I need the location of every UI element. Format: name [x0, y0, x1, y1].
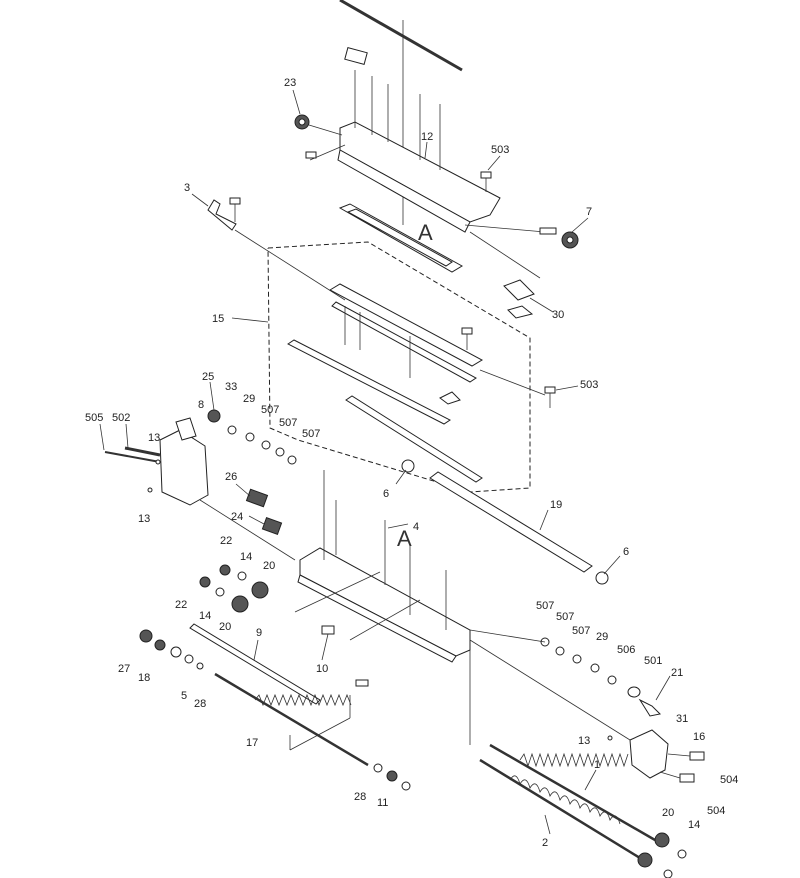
shaft-19 [401, 459, 609, 585]
callout-label: 20 [219, 621, 231, 633]
callout-label: 11 [377, 797, 388, 809]
parts-27-18-5-28 [139, 629, 204, 670]
callout-label: 18 [138, 672, 150, 684]
callout-label: 507 [302, 428, 320, 440]
callout-label: 505 [85, 412, 103, 424]
callout-label: 3 [184, 182, 190, 194]
parts-26-24 [245, 488, 283, 536]
callout-label: 22 [220, 535, 232, 547]
callout-label: 507 [261, 404, 279, 416]
callout-label: 17 [246, 737, 258, 749]
callout-label: 504 [720, 774, 738, 786]
callout-label: 23 [284, 77, 296, 89]
main-lower-frame [294, 470, 471, 663]
upper-frame-assembly [294, 47, 501, 233]
callout-label: 13 [148, 432, 160, 444]
callout-label: 31 [676, 713, 688, 725]
callout-label: 2 [542, 837, 548, 849]
callout-label: 503 [580, 379, 598, 391]
callout-label: 5 [181, 690, 187, 702]
callout-label: 13 [578, 735, 590, 747]
callout-label: 4 [413, 521, 419, 533]
callout-label: 503 [491, 144, 509, 156]
callout-label: 30 [552, 309, 564, 321]
callout-label: 14 [688, 819, 700, 831]
callout-label: 507 [279, 417, 297, 429]
plate-upper [338, 203, 464, 273]
callout-label: 26 [225, 471, 237, 483]
part-30 [469, 231, 541, 319]
callout-label: 24 [231, 511, 243, 523]
callout-label: 7 [586, 206, 592, 218]
callout-label: 507 [572, 625, 590, 637]
callout-label: 19 [550, 499, 562, 511]
callout-label: 16 [693, 731, 705, 743]
callout-label: 12 [421, 131, 433, 143]
callout-label: 13 [138, 513, 150, 525]
callout-label: 27 [118, 663, 130, 675]
augers-1-2 [469, 650, 687, 878]
left-side-plate [104, 409, 297, 561]
callout-label: 507 [556, 611, 574, 623]
gear-7 [464, 224, 579, 249]
callout-label: 14 [240, 551, 252, 563]
screw-503-lower [479, 369, 556, 408]
reference-mark-a-upper: A [418, 220, 433, 245]
callout-label: 504 [707, 805, 725, 817]
washers-right [469, 629, 641, 698]
callout-labels: 23 12 503 3 7 30 15 503 25 33 29 8 507 5… [85, 77, 738, 849]
callout-label: 28 [194, 698, 206, 710]
callout-label: 25 [202, 371, 214, 383]
reference-mark-a-lower: A [397, 526, 412, 551]
callout-label: 29 [243, 393, 255, 405]
callout-label: 20 [662, 807, 674, 819]
callout-label: 29 [596, 631, 608, 643]
callout-label: 28 [354, 791, 366, 803]
parts-22-14-20 [199, 564, 269, 613]
callout-label: 8 [198, 399, 204, 411]
parts-28-11 [373, 763, 411, 791]
bracket-3 [207, 197, 346, 301]
callout-label: 501 [644, 655, 662, 667]
callout-label: 20 [263, 560, 275, 572]
auger-17 [214, 672, 369, 767]
callout-label: 507 [536, 600, 554, 612]
callout-label: 33 [225, 381, 237, 393]
right-side-plate [469, 639, 705, 783]
bar-9 [189, 623, 321, 705]
group-15-dashed-outline [267, 241, 531, 493]
group-15-parts [287, 283, 484, 483]
screw-503-upper [480, 171, 492, 192]
callout-label: 506 [617, 644, 635, 656]
callout-label: 1 [594, 759, 600, 771]
callout-label: 502 [112, 412, 130, 424]
callout-label: 10 [316, 663, 328, 675]
callout-label: 14 [199, 610, 211, 622]
callout-label: 6 [383, 488, 389, 500]
callout-label: 22 [175, 599, 187, 611]
callout-label: 15 [212, 313, 224, 325]
callout-label: 6 [623, 546, 629, 558]
callout-label: 21 [671, 667, 683, 679]
leader-lines [99, 89, 671, 835]
callout-label: 9 [256, 627, 262, 639]
